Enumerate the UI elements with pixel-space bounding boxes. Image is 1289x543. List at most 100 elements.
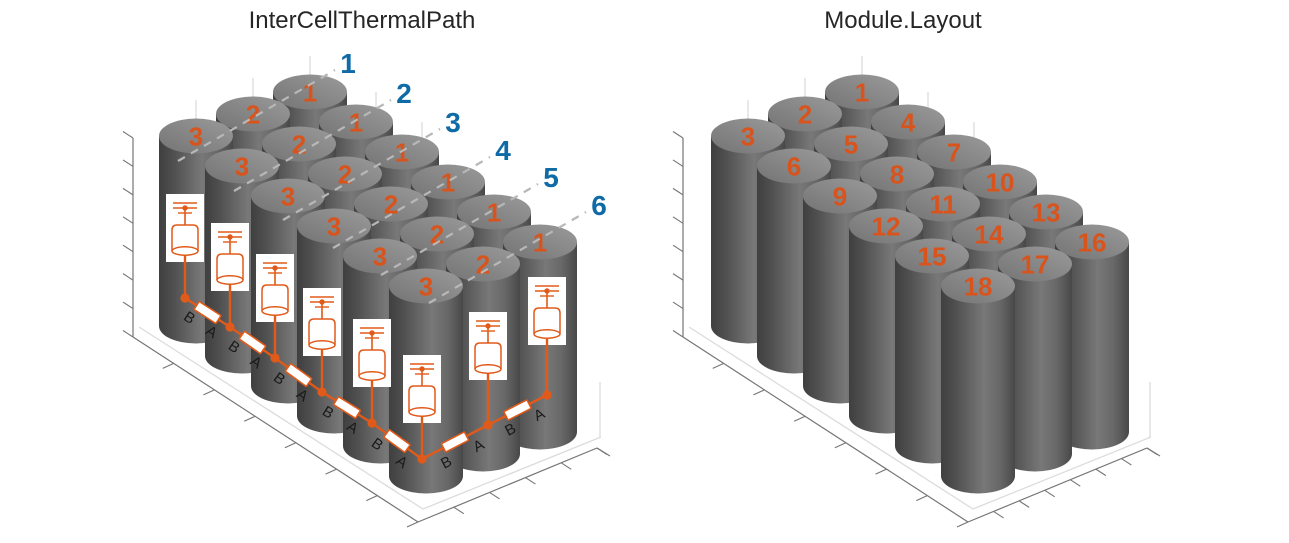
path-node xyxy=(270,353,280,363)
battery-cell-body xyxy=(998,264,1072,472)
path-node xyxy=(483,420,493,430)
battery-cell xyxy=(998,246,1072,472)
axis-tick xyxy=(1069,479,1081,487)
axis-tick xyxy=(203,389,215,396)
cell-number-label: 1 xyxy=(303,78,317,108)
cell-number-label: 2 xyxy=(430,220,444,250)
cell-number-label: 16 xyxy=(1078,228,1107,258)
cell-number-label: 2 xyxy=(338,160,352,190)
resistor-icon xyxy=(284,363,313,387)
battery-cell-top xyxy=(941,268,1015,304)
axis-tick xyxy=(672,216,684,224)
battery-cell-top xyxy=(849,208,923,244)
row-number-label: 5 xyxy=(543,162,559,193)
axis-tick xyxy=(122,273,134,281)
right-plot-title: Module.Layout xyxy=(824,7,982,34)
battery-cell-top xyxy=(895,238,969,274)
cell-number-label: 6 xyxy=(787,152,801,182)
axis-tick xyxy=(993,510,1004,519)
battery-cell-top xyxy=(400,216,474,252)
axis-tick xyxy=(1018,500,1030,508)
axes xyxy=(122,131,611,528)
thermal-element-icon xyxy=(408,363,436,417)
battery-cell-top xyxy=(354,186,428,222)
battery-cell-top xyxy=(814,126,888,162)
cell-number-label: 9 xyxy=(833,182,847,212)
cell-number-label: 2 xyxy=(246,100,260,130)
battery-cell-top xyxy=(711,118,785,154)
cell-number-label: 14 xyxy=(975,220,1004,250)
battery-cell-top xyxy=(1009,194,1083,230)
cell-number-label: 3 xyxy=(327,212,341,242)
battery-cell-top xyxy=(411,164,485,200)
axis-tick xyxy=(122,330,134,338)
axis-tick xyxy=(325,468,337,475)
battery-cell xyxy=(1055,224,1129,450)
battery-cell-top xyxy=(963,164,1037,200)
battery-cell-top xyxy=(768,96,842,132)
axis-tick xyxy=(122,187,134,196)
cell-number-label: 8 xyxy=(890,160,904,190)
y-axis-line xyxy=(417,447,598,523)
cell-number-label: 1 xyxy=(855,78,869,108)
axis-tick xyxy=(453,506,465,515)
axis-tick xyxy=(366,495,378,502)
y-axis-line xyxy=(967,447,1148,523)
left-plot-title: InterCellThermalPath xyxy=(248,7,476,34)
thermal-element-icon xyxy=(261,262,289,316)
axis-tick xyxy=(284,442,297,449)
battery-cell-top xyxy=(273,74,347,110)
axis-tick xyxy=(1044,489,1056,498)
battery-cell xyxy=(941,268,1015,494)
axis-tick xyxy=(672,244,684,253)
row-number-label: 4 xyxy=(495,135,511,166)
axis-tick xyxy=(753,389,765,396)
row-leader-line xyxy=(282,128,441,221)
cell-number-label: 1 xyxy=(533,228,547,258)
cell-number-label: 4 xyxy=(901,108,916,138)
cell-number-label: 2 xyxy=(384,190,398,220)
path-node xyxy=(317,387,327,397)
axis-tick xyxy=(1146,447,1161,457)
cell-number-label: 1 xyxy=(441,168,455,198)
axis-tick xyxy=(243,415,256,422)
cell-number-label: 1 xyxy=(487,198,501,228)
cell-number-label: 5 xyxy=(844,130,858,160)
row-leader-line xyxy=(332,156,491,249)
axis-tick xyxy=(560,462,572,470)
battery-cell-top xyxy=(503,224,577,260)
battery-cell-top xyxy=(871,104,945,140)
path-node xyxy=(417,454,427,464)
axis-tick xyxy=(672,273,684,281)
back-wall-lines xyxy=(195,56,423,140)
battery-cell-body xyxy=(1055,242,1129,450)
row-leader-line xyxy=(428,211,587,304)
axis-tick xyxy=(672,131,684,139)
axis-tick xyxy=(956,521,969,528)
battery-cell-top xyxy=(757,148,831,184)
axis-tick xyxy=(672,159,684,167)
path-node xyxy=(542,390,552,400)
cell-number-label: 12 xyxy=(872,212,901,242)
resistor-icon xyxy=(193,301,222,324)
cell-number-label: 17 xyxy=(1021,250,1050,280)
resistor-icon xyxy=(503,399,532,421)
row-number-label: 2 xyxy=(396,78,412,109)
resistor-icon xyxy=(238,330,267,355)
battery-cell-top xyxy=(308,156,382,192)
battery-cell-top xyxy=(319,104,393,140)
resistor-icon xyxy=(440,431,470,453)
x-axis-line xyxy=(132,336,419,523)
row-leader-line xyxy=(233,99,392,192)
cell-number-label: 15 xyxy=(918,242,947,272)
axis-tick xyxy=(122,301,134,310)
x-axis-line xyxy=(682,336,969,523)
axis-tick xyxy=(672,330,684,338)
battery-cell-top xyxy=(917,134,991,170)
cell-number-label: 2 xyxy=(476,250,490,280)
battery-cell-top xyxy=(159,118,233,154)
axis-tick xyxy=(916,495,928,502)
resistor-icon xyxy=(383,429,411,453)
thermal-element-icon xyxy=(171,202,199,256)
